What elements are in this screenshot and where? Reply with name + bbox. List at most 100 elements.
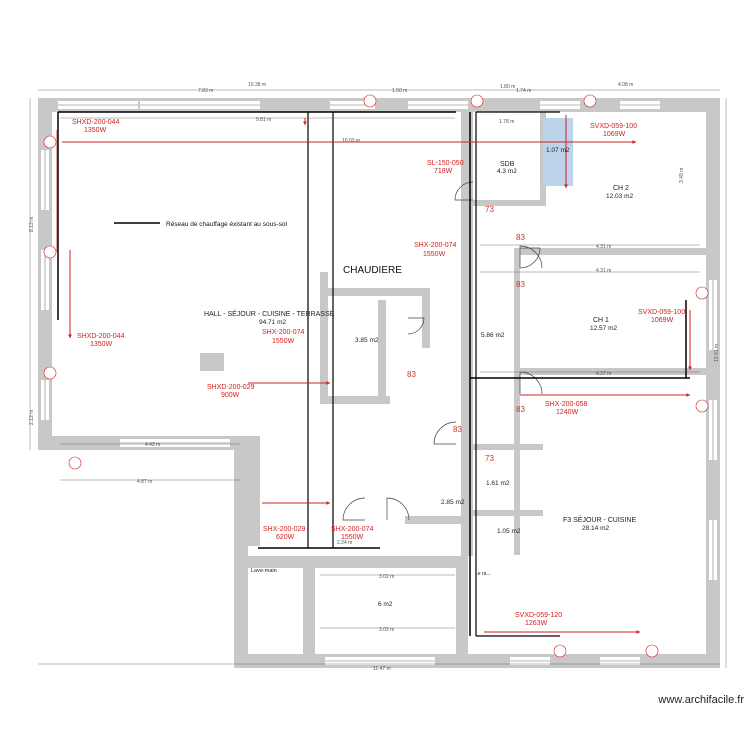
door-boiler [407,317,425,335]
room-area-ch1: 12.57 m2 [590,325,617,332]
heat-arrow-f3-head [636,630,640,634]
door-ch1 [519,245,543,269]
dim-misc-3: 4.31 m [596,268,611,274]
door-width-2: 83 [516,233,525,242]
section-marker-5 [363,94,377,108]
wall-garage-left [234,436,248,668]
heat-arrow-v-head [303,121,307,125]
room-area-small1: 2.85 m2 [441,499,465,506]
room-area-ch2: 12.03 m2 [606,193,633,200]
partition-right-block [514,255,520,555]
radiator-8-ref: SVXD-059-100 [638,309,685,316]
partition-lavemain [248,436,260,546]
dim-misc-1: 1.78 m [499,119,514,125]
dim-bottom-total: 11.47 m [373,666,391,672]
dim-top-row-3: 1.80 m [500,84,515,90]
dim-top-row-1: 7.83 m [198,88,213,94]
heat-arrow-boiler-head [326,381,330,385]
partition-central [461,112,473,556]
section-marker-9 [695,399,709,413]
dim-misc-4: 4.37 m [596,371,611,377]
dim-top-total: 10.38 m [248,82,266,88]
radiator-6-power: 1550W [423,251,446,258]
dim-misc-9: 3.49 m [679,168,685,183]
radiator-11-ref: SHX-200-074 [331,526,374,533]
dim-right-total: 13.91 m [714,344,720,362]
radiator-9-power: 1240W [556,409,579,416]
heat-arrow-left-head [68,334,72,338]
dim-garage-width: 3.02 m [379,574,394,580]
section-marker-4 [68,456,82,470]
dim-garage-width-2: 3.02 m [379,627,394,633]
dim-misc-2: 4.31 m [596,244,611,250]
partition-wc-top [473,444,543,450]
radiator-6-ref: SHX-200-074 [414,242,457,249]
room-area-corridor: 5.86 m2 [481,332,505,339]
door-width-4: 83 [407,370,416,379]
radiator-10-ref: SHX-200-029 [263,526,306,533]
radiator-11-power: 1550W [341,534,364,541]
section-marker-11 [645,644,659,658]
section-marker-3 [43,366,57,380]
radiator-7-ref: SVXD-059-100 [590,123,637,130]
section-marker-6 [470,94,484,108]
room-name-hall: HALL - SÉJOUR - CUISINE - TERRASSE [204,309,335,318]
dim-top-row-4: 1.74 m [516,88,531,94]
shower-tile [543,118,573,186]
partition-ch1-bottom [514,368,706,375]
partition-sdb-bottom [473,200,543,206]
heat-arrow-right-head [688,366,692,370]
room-area-sdb: 4.3 m2 [497,168,517,175]
windows [41,101,717,665]
section-marker-10 [553,644,567,658]
dim-misc-5: 4.42 m [145,442,160,448]
section-marker-8 [695,286,709,300]
heating-pipes [57,111,690,637]
watermark: www.archifacile.fr [658,694,744,706]
wall-garage-left-inner [303,556,315,656]
dimension-lines [29,89,727,668]
partition-boiler-east [422,288,430,348]
radiator-2-ref: SHXD-200-044 [77,333,125,340]
dim-left-total: 8.13 m [29,217,35,232]
partition-boiler-bottom [320,396,390,404]
radiator-3-ref: SHX-200-074 [262,329,305,336]
door-width-3: 83 [516,280,525,289]
dim-misc-6: 4.87 m [137,479,152,485]
door-ch2 [519,247,541,269]
doors [342,181,543,521]
room-area-hall: 94.71 m2 [259,319,286,326]
partition-boiler-left [320,272,328,402]
radiator-12-ref: SVXD-059-120 [515,612,562,619]
door-width-5: 83 [453,425,462,434]
door-hall [433,421,457,445]
heat-arrow-top-head [632,140,636,144]
radiator-1-power: 1350W [84,127,107,134]
section-marker-7 [583,94,597,108]
dim-misc-10: 2.12 m [29,410,35,425]
dim-inner-a: 9.81 m [256,117,271,123]
heating-arrows [43,94,709,658]
wall-garage-right [456,556,468,656]
room-name-sdb: SDB [500,161,515,168]
radiator-3-power: 1550W [272,338,295,345]
room-area-small2: 1.05 m2 [497,528,521,535]
radiator-2-power: 1350W [90,341,113,348]
partition-ch2-bottom [514,248,706,255]
radiator-5-power: 718W [434,168,453,175]
heat-arrow-ch1-head [686,393,690,397]
radiator-10-power: 620W [276,534,295,541]
wall-bottom [234,654,720,668]
room-area-boiler: 3.85 m2 [355,337,379,344]
radiator-1-ref: SHXD-200-044 [72,119,120,126]
room-name-ch1: CH 1 [593,317,609,324]
door-entry-1 [342,497,366,521]
radiator-7-power: 1069W [603,131,626,138]
radiator-5-ref: SL-150-050 [427,160,464,167]
dim-misc-7: 2.24 m [337,540,352,546]
room-area-shower: 1.07 m2 [546,147,570,154]
partition-boiler-right [378,300,386,400]
room-name-f3: F3 SÉJOUR - CUISINE [563,515,636,524]
radiator-12-power: 1263W [525,620,548,627]
